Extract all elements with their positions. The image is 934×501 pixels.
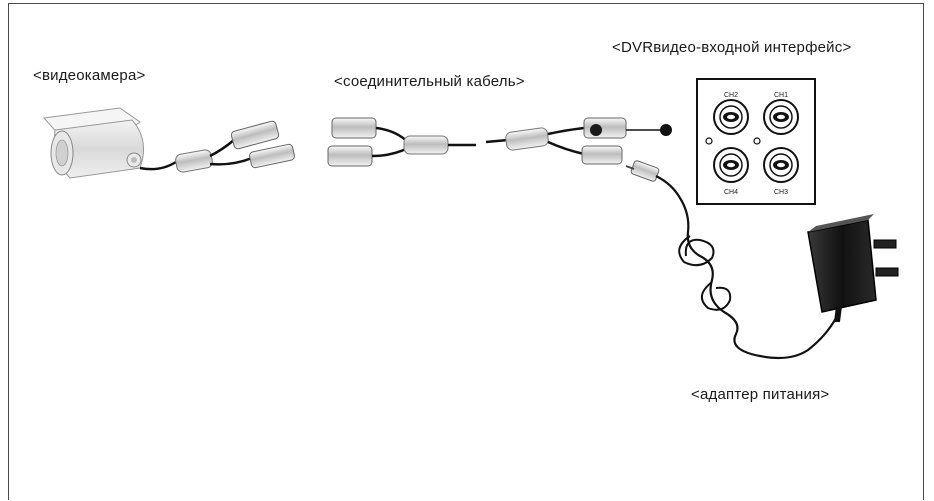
panel-screw-icon xyxy=(753,137,761,145)
dvr-input-panel: CH2 CH1 CH4 CH3 xyxy=(696,78,816,205)
ch3-bnc-port-icon xyxy=(763,147,799,183)
camera-label: <видеокамера> xyxy=(33,67,146,84)
power-adapter-label: <адаптер питания> xyxy=(691,386,830,403)
power-adapter-icon xyxy=(807,214,899,322)
ch2-label: CH2 xyxy=(724,92,738,99)
power-cord xyxy=(625,160,837,360)
camera-icon xyxy=(42,107,145,179)
panel-screw-icon xyxy=(705,137,713,145)
ch1-bnc-port-icon xyxy=(763,99,799,135)
extension-cable-left-end xyxy=(327,117,476,167)
extension-cable-right-end xyxy=(485,117,627,165)
ch2-bnc-port-icon xyxy=(713,99,749,135)
ch1-label: CH1 xyxy=(774,92,788,99)
camera-pigtail-cable xyxy=(139,120,295,173)
ch4-label: CH4 xyxy=(724,189,738,196)
ch3-label: CH3 xyxy=(774,189,788,196)
bnc-connection-line xyxy=(626,124,672,136)
diagram-frame xyxy=(8,3,924,500)
ch4-bnc-port-icon xyxy=(713,147,749,183)
cable-label: <соединительный кабель> xyxy=(334,73,525,90)
dvr-interface-label: <DVRвидео-входной интерфейс> xyxy=(612,39,852,56)
